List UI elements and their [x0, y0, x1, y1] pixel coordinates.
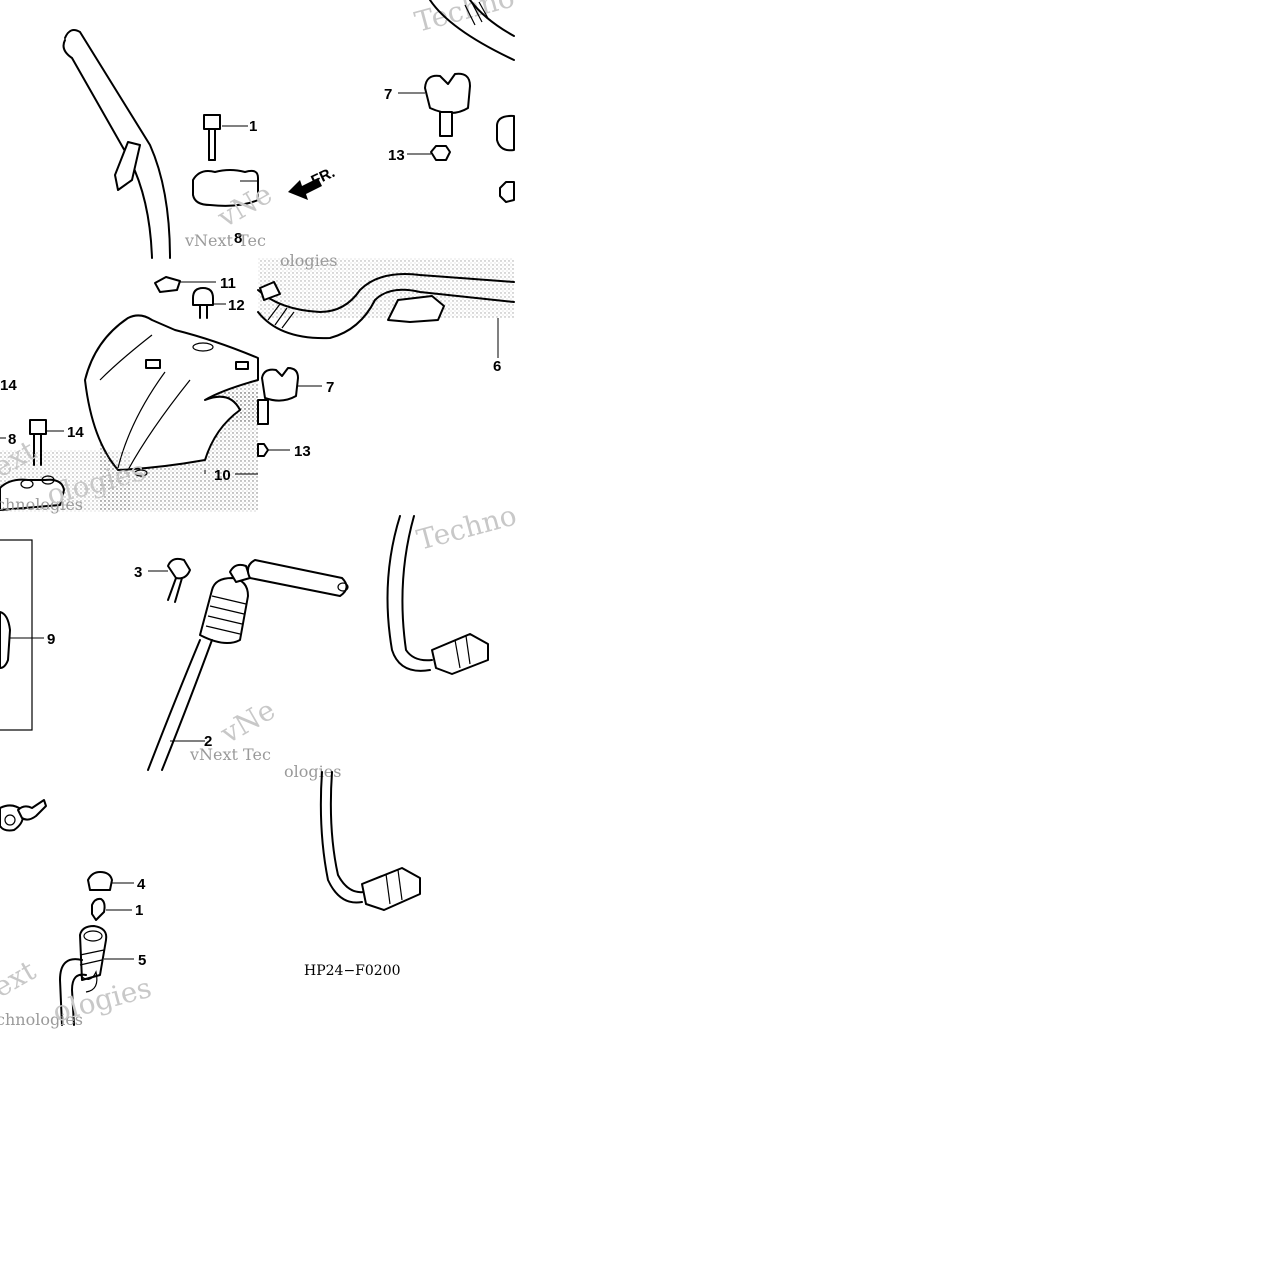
reference-box	[0, 539, 33, 731]
screw-part	[192, 287, 214, 306]
wire-connector	[431, 633, 489, 675]
key-set	[0, 799, 47, 832]
watermark-text: vNe	[214, 693, 281, 751]
front-direction-label: FR.	[309, 164, 338, 190]
callout-5: 5	[138, 952, 146, 969]
grip-tube	[246, 559, 348, 597]
watermark-text: vNext Tec	[184, 231, 266, 250]
callout-12: 12	[228, 297, 245, 314]
tile-lower-right: Techno	[386, 499, 520, 675]
watermark-text: Techno	[413, 499, 520, 557]
watermark-text: ologies	[280, 251, 337, 270]
ignition-key	[167, 557, 191, 603]
cap-part	[87, 871, 113, 891]
callout-10: 10	[214, 467, 231, 484]
bolt-part	[203, 114, 221, 161]
handlebar-bracket	[114, 141, 141, 191]
callout-13: 13	[294, 443, 311, 460]
callout-14: 14	[67, 424, 84, 441]
watermark-text: ext	[0, 953, 42, 1004]
bolt-part	[29, 419, 47, 466]
callout-6: 6	[493, 358, 501, 375]
ignition-switch	[199, 577, 249, 645]
tile-bottom-left: 4 1 5 ext chnologies ologies	[0, 799, 155, 1029]
watermark-text: ologies	[49, 971, 155, 1029]
callout-8: 8	[8, 431, 16, 448]
watermark-text: chnologies	[0, 1010, 83, 1029]
tile-middle-right: ologies 6	[257, 251, 515, 375]
clip-part	[154, 276, 181, 293]
watermark-text: ologies	[284, 762, 341, 781]
handlebar-holder	[192, 169, 259, 207]
callout-8: 8	[234, 230, 242, 247]
callout-11: 11	[220, 275, 236, 292]
callout-1: 1	[249, 118, 257, 135]
bulb-part	[91, 897, 106, 921]
callout-2: 2	[204, 733, 212, 750]
tile-lower-left: 9	[0, 539, 55, 731]
tile-top-right: Techno 7 13	[384, 0, 518, 203]
watermark-text: chnologies	[0, 495, 83, 514]
tile-top-left: 1 8 vNext Tec vNe	[62, 29, 278, 259]
tile-middle-center: 11 12 10 7 13	[84, 275, 334, 512]
diagram-code: HP24−F0200	[304, 963, 401, 979]
callout-4: 4	[137, 876, 146, 893]
front-direction-indicator: FR.	[288, 164, 338, 200]
callout-14: 14	[0, 377, 17, 394]
callout-7: 7	[384, 86, 392, 103]
callout-13: 13	[388, 147, 405, 164]
tile-bottom-center: ologies HP24−F0200	[284, 762, 421, 979]
upper-holder	[424, 72, 471, 114]
nut-part	[430, 145, 451, 161]
handlebar-weight	[387, 295, 445, 323]
tile-lower-center: 3 2 vNext Tec vNe	[134, 557, 349, 771]
callout-1: 1	[135, 902, 143, 919]
lower-holder	[261, 367, 299, 402]
wire-connector	[361, 867, 421, 911]
callout-7: 7	[326, 379, 334, 396]
callout-9: 9	[47, 631, 55, 648]
callout-3: 3	[134, 564, 142, 581]
watermark-text: vNext Tec	[189, 745, 271, 764]
